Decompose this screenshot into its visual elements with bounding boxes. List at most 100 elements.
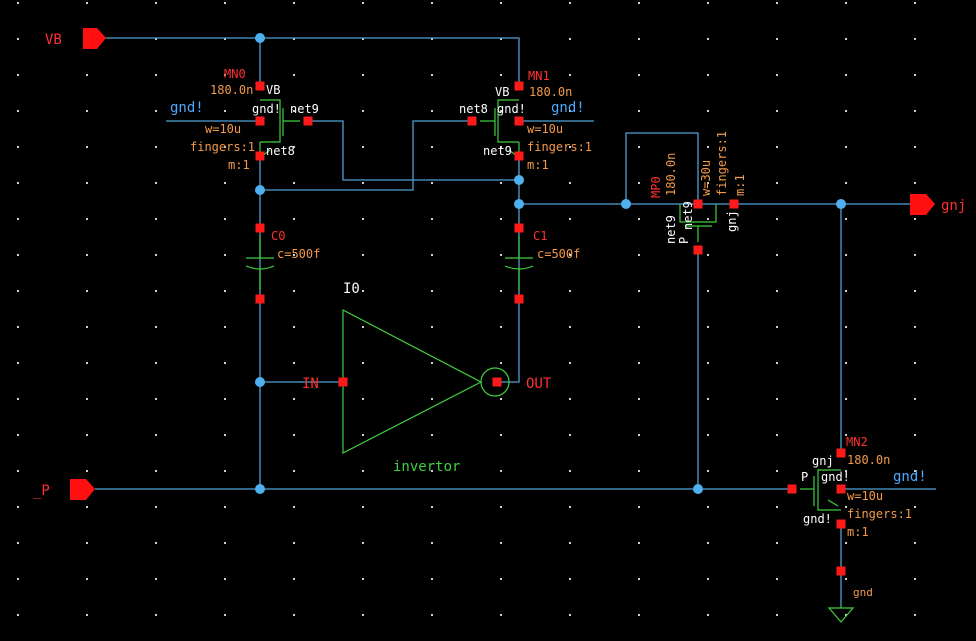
grid-dot <box>224 362 226 364</box>
grid-dot <box>17 398 19 400</box>
grid-dot <box>569 2 571 4</box>
grid-dot <box>17 218 19 220</box>
grid-dot <box>17 110 19 112</box>
grid-dot <box>362 254 364 256</box>
grid-dot <box>86 182 88 184</box>
pin-marker[interactable] <box>836 519 846 529</box>
grid-dot <box>293 506 295 508</box>
grid-dot <box>362 2 364 4</box>
grid-dot <box>86 2 88 4</box>
grid-dot <box>845 218 847 220</box>
wire-net9-cross[interactable] <box>308 120 519 181</box>
grid-dot <box>224 146 226 148</box>
pin-marker[interactable] <box>514 294 524 304</box>
mn2-bulk-net: gnd! <box>821 470 850 484</box>
grid-dot <box>17 290 19 292</box>
junction-dot <box>255 377 265 387</box>
grid-dot <box>155 146 157 148</box>
grid-dot <box>431 182 433 184</box>
grid-dot <box>431 614 433 616</box>
pin-marker[interactable] <box>693 199 703 209</box>
pin-marker[interactable] <box>836 566 846 576</box>
pin-marker[interactable] <box>514 223 524 233</box>
grid-dot <box>224 2 226 4</box>
grid-dot <box>293 362 295 364</box>
grid-dot <box>362 74 364 76</box>
inverter-symbol[interactable] <box>342 309 510 454</box>
pin-marker[interactable] <box>514 151 524 161</box>
mn0-m: m:1 <box>228 158 250 172</box>
grid-dot <box>431 290 433 292</box>
grid-dot <box>707 506 709 508</box>
pin-marker[interactable] <box>787 484 797 494</box>
pin-marker[interactable] <box>514 81 524 91</box>
grid-dot <box>569 470 571 472</box>
mp0-symbol[interactable] <box>679 204 717 242</box>
pin-p[interactable] <box>70 479 95 500</box>
mp0-net-a: net9 <box>664 215 678 244</box>
mn0-fingers: fingers:1 <box>190 140 255 154</box>
grid-dot <box>845 74 847 76</box>
mn0-gate-net: VB <box>266 83 280 97</box>
junction-dot <box>514 175 524 185</box>
grid-dot <box>707 110 709 112</box>
grid-dot <box>707 38 709 40</box>
pin-marker[interactable] <box>467 116 477 126</box>
grid-dot <box>224 254 226 256</box>
grid-dot <box>500 182 502 184</box>
grid-dot <box>86 326 88 328</box>
grid-dot <box>638 506 640 508</box>
grid-dot <box>707 470 709 472</box>
grid-dot <box>17 38 19 40</box>
pin-marker[interactable] <box>836 484 846 494</box>
grid-dot <box>845 2 847 4</box>
pin-vb[interactable] <box>83 28 106 49</box>
pin-gnj[interactable] <box>910 194 935 215</box>
grid-dot <box>17 506 19 508</box>
mn2-symbol[interactable] <box>800 469 841 511</box>
pin-marker[interactable] <box>255 151 265 161</box>
grid-dot <box>293 254 295 256</box>
mp0-m: m:1 <box>733 174 747 196</box>
grid-dot <box>776 218 778 220</box>
pin-marker[interactable] <box>693 245 703 255</box>
ground-symbol[interactable] <box>827 606 855 623</box>
pin-vb-label: VB <box>45 32 62 48</box>
pin-marker[interactable] <box>729 199 739 209</box>
grid-dot <box>914 146 916 148</box>
grid-dot <box>224 506 226 508</box>
junction-dot <box>621 199 631 209</box>
grid-dot <box>500 74 502 76</box>
pin-marker[interactable] <box>514 116 524 126</box>
pin-marker[interactable] <box>255 116 265 126</box>
grid-dot <box>17 578 19 580</box>
pin-marker[interactable] <box>303 116 313 126</box>
pin-marker[interactable] <box>492 377 502 387</box>
pin-marker[interactable] <box>836 448 846 458</box>
pin-marker[interactable] <box>255 223 265 233</box>
grid-dot <box>638 578 640 580</box>
mn2-drain-net: gnj <box>812 454 834 468</box>
mn1-symbol[interactable] <box>480 99 520 157</box>
wire-vb[interactable] <box>105 37 520 86</box>
pin-marker[interactable] <box>338 377 348 387</box>
grid-dot <box>155 542 157 544</box>
c1-symbol[interactable] <box>504 236 534 290</box>
grid-dot <box>362 110 364 112</box>
grid-dot <box>17 362 19 364</box>
grid-dot <box>914 470 916 472</box>
grid-dot <box>155 38 157 40</box>
pin-marker[interactable] <box>255 81 265 91</box>
grid-dot <box>638 110 640 112</box>
mp0-gate-net: P <box>677 237 691 244</box>
wire-mp0-loop[interactable] <box>625 132 699 204</box>
c0-symbol[interactable] <box>245 236 275 290</box>
pin-marker[interactable] <box>255 294 265 304</box>
grid-dot <box>776 2 778 4</box>
wire-net8-cross[interactable] <box>260 120 472 191</box>
grid-dot <box>776 146 778 148</box>
grid-dot <box>707 326 709 328</box>
grid-dot <box>431 470 433 472</box>
grid-dot <box>569 182 571 184</box>
